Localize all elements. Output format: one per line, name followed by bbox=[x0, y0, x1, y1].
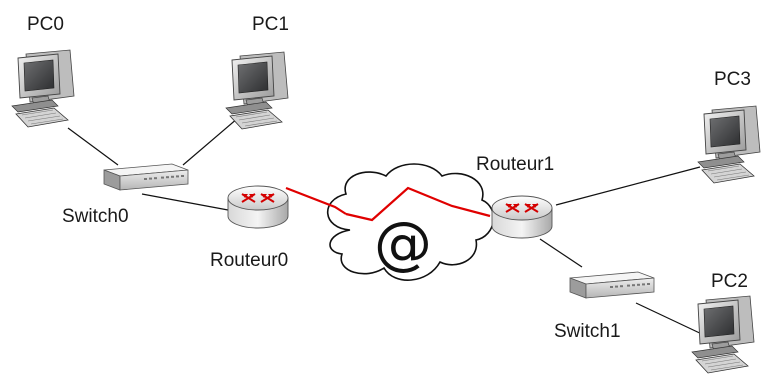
link-internet-routeur1 bbox=[345, 186, 491, 222]
pc3-node[interactable]: PC3 bbox=[697, 69, 761, 184]
pc2-label: PC2 bbox=[711, 271, 748, 292]
link-switch0-routeur0 bbox=[141, 193, 229, 211]
pc3-icon bbox=[697, 105, 761, 184]
routeur1-icon bbox=[491, 195, 553, 239]
pc3-label: PC3 bbox=[714, 69, 751, 90]
link-routeur0-internet bbox=[285, 186, 347, 215]
pc2-icon bbox=[691, 295, 755, 374]
link-pc1-switch0 bbox=[182, 117, 239, 166]
internet-cloud-label: @ bbox=[374, 209, 432, 277]
switch0-node[interactable]: Switch0 bbox=[62, 163, 189, 227]
pc1-icon bbox=[225, 51, 289, 130]
link-routeur1-switch1 bbox=[539, 238, 583, 268]
routeur1-label: Routeur1 bbox=[476, 154, 554, 175]
switch1-icon bbox=[569, 271, 655, 299]
switch1-label: Switch1 bbox=[554, 321, 621, 342]
pc1-node[interactable]: PC1 bbox=[225, 14, 289, 130]
link-routeur1-pc3 bbox=[555, 166, 701, 206]
internet-cloud-icon: @ bbox=[326, 163, 495, 281]
pc2-node[interactable]: PC2 bbox=[691, 271, 755, 374]
pc0-label: PC0 bbox=[27, 14, 64, 35]
routeur1-node[interactable]: Routeur1 bbox=[476, 154, 554, 239]
routeur0-icon bbox=[227, 185, 289, 229]
pc1-label: PC1 bbox=[252, 14, 289, 35]
link-pc0-switch0 bbox=[67, 127, 119, 166]
serial-links bbox=[285, 186, 491, 222]
switch0-label: Switch0 bbox=[62, 206, 129, 227]
ethernet-links bbox=[67, 117, 707, 337]
link-switch1-pc2 bbox=[635, 302, 707, 337]
switch0-icon bbox=[103, 163, 189, 191]
pc0-icon bbox=[11, 49, 75, 128]
pc0-node[interactable]: PC0 bbox=[11, 14, 75, 128]
switch1-node[interactable]: Switch1 bbox=[554, 271, 655, 342]
routeur0-label: Routeur0 bbox=[210, 250, 288, 271]
routeur0-node[interactable]: Routeur0 bbox=[210, 185, 289, 271]
